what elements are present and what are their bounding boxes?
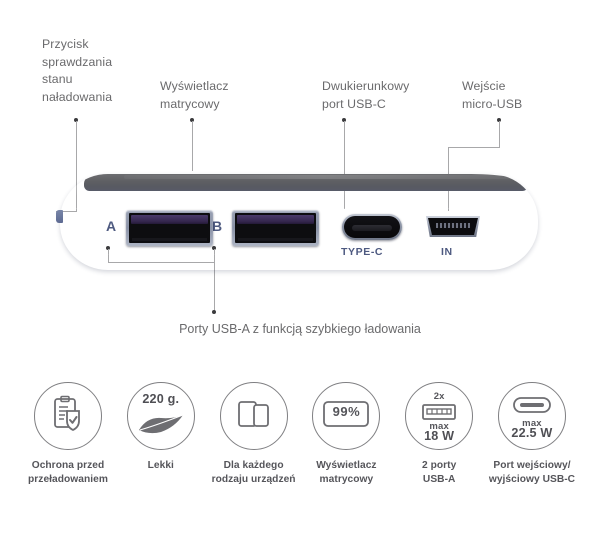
micro-usb-port[interactable] [426,216,480,237]
leader-dot-usb-c [342,118,346,122]
leader-line-matrix-display [192,121,193,171]
usb-a-port-a-cavity [129,213,210,243]
feature-lightweight-circle: 220 g. [126,382,195,450]
leader-line-charge-button [76,121,77,211]
feature-matrix-display: 99% Wyświetlacz matrycowy [300,382,392,486]
leader-line-usb-a-left [108,249,109,262]
feature-usb-c-circle: max 22.5 W [497,382,566,450]
leader-dot-matrix-display [190,118,194,122]
leader-line-micro-usb-h [448,147,500,148]
feature-all-devices-label: Dla każdego rodzaju urządzeń [211,460,296,485]
usb-c-port-cavity [344,216,400,238]
feature-usb-a: 2x max 18 W 2 porty USB-A [393,382,485,486]
leader-line-usb-a-down [214,262,215,312]
feature-matrix-display-value: 99% [332,403,361,419]
feature-all-devices: Dla każdego rodzaju urządzeń [208,382,300,486]
usb-a-port-b-cavity [235,213,316,243]
feature-usb-c-max-label: max [522,418,542,429]
micro-usb-cavity [428,218,478,235]
feature-usb-c-max-value: 22.5 W [511,426,553,440]
feature-lightweight-value: 220 g. [142,392,180,406]
type-c-label: TYPE-C [341,246,384,258]
feature-badge-row: Ochrona przed przeładowaniem 220 g. Lekk… [22,382,578,486]
leader-line-micro-usb-v1 [499,121,500,147]
usb-a-port-a[interactable] [126,210,213,246]
micro-usb-frame [426,216,480,237]
leader-line-charge-button-h [56,211,77,212]
clipboard-shield-icon [50,395,86,438]
usb-a-caption: Porty USB-A z funkcją szybkiego ładowani… [179,322,421,336]
leader-line-usb-a-right [214,249,215,262]
feature-matrix-display-circle: 99% [312,382,381,450]
usb-a-icon [422,404,457,425]
usb-c-port[interactable] [342,214,402,240]
in-label: IN [441,246,453,258]
device-seam-upper [68,208,530,209]
leader-line-usb-a-bracket [108,262,215,263]
device-body: A B [60,174,538,270]
callout-usb-c-port: Dwukierunkowy port USB-C [322,79,410,111]
leader-dot-usb-a-left [106,246,110,250]
usb-c-port-pin [352,225,392,231]
feature-lightweight-label: Lekki [147,460,174,471]
leader-line-usb-c [344,121,345,209]
feature-usb-a-max-value: 18 W [424,429,455,443]
power-bank-device: A B [56,166,538,270]
feature-usb-a-label: 2 porty USB-A [422,460,457,485]
feature-usb-c: max 22.5 W Port wejściowy/ wyjściowy USB… [486,382,578,486]
feature-lightweight: 220 g. Lekki [115,382,207,473]
micro-usb-contacts [436,223,470,228]
feature-overload-protection: Ochrona przed przeładowaniem [22,382,114,486]
feather-icon [137,413,185,442]
feature-usb-a-count: 2x [433,391,445,402]
callout-charge-button: Przycisk sprawdzania stanu naładowania [42,37,113,104]
leader-dot-micro-usb [497,118,501,122]
usb-a-port-b-letter: B [212,218,223,234]
device-top-highlight [124,175,524,179]
callout-micro-usb: Wejście micro-USB [462,79,523,111]
battery-percent-icon: 99% [323,400,370,432]
devices-icon [236,396,272,437]
usb-a-port-b-tongue [237,215,314,224]
usb-a-port-a-tongue [131,215,208,224]
feature-usb-c-label: Port wejściowy/ wyjściowy USB-C [488,460,576,485]
leader-dot-charge-button [74,118,78,122]
feature-overload-protection-label: Ochrona przed przeładowaniem [28,460,108,485]
feature-overload-protection-circle [34,382,102,450]
feature-matrix-display-label: Wyświetlacz matrycowy [316,460,377,485]
usb-a-port-a-letter: A [106,218,117,234]
leader-dot-usb-a-caption [212,310,216,314]
feature-usb-a-max-label: max [429,421,449,432]
usb-a-port-a-recess [132,238,207,241]
device-top-strip [84,174,528,191]
usb-a-port-b-recess [238,238,313,241]
status-check-button[interactable] [56,210,63,223]
feature-all-devices-circle [219,382,288,450]
leader-dot-usb-a-right [212,246,216,250]
usb-c-icon [513,397,551,418]
callout-matrix-display: Wyświetlacz matrycowy [160,79,229,111]
feature-usb-a-circle: 2x max 18 W [405,382,474,450]
device-seam-lower [74,254,524,255]
usb-a-port-b[interactable] [232,210,319,246]
